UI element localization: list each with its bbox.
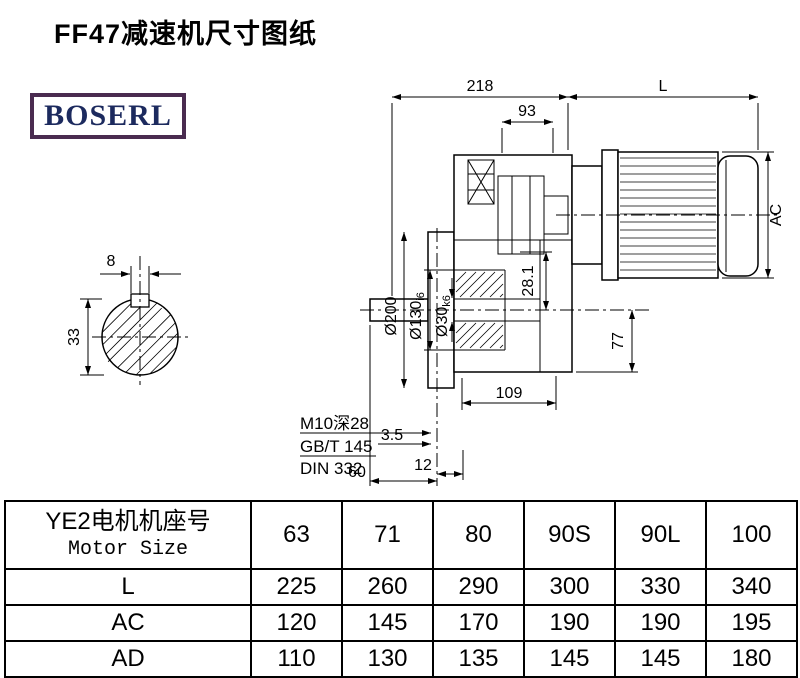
cell-AC-100: 195: [705, 604, 798, 642]
cell-AC-80: 170: [432, 604, 525, 642]
size-90L: 90L: [614, 500, 707, 570]
header-cn: YE2电机机座号: [45, 508, 211, 535]
dim-label-77: 77: [610, 332, 627, 350]
cell-L-71: 260: [341, 568, 434, 606]
dim-label-AC: AC: [768, 204, 785, 226]
dim-keyway-width: [100, 266, 181, 293]
dim-label-8: 8: [107, 253, 116, 270]
size-80: 80: [432, 500, 525, 570]
dim-label-spigot-dia: Ø130i6: [408, 292, 427, 340]
page-title: FF47减速机尺寸图纸: [54, 19, 318, 49]
table-row-L: L 225 260 290 300 330 340: [4, 568, 798, 606]
dim-label-shaft-dia: Ø30k6: [434, 295, 453, 337]
table-row-AD: AD 110 130 135 145 145 180: [4, 640, 798, 678]
cell-AD-63: 110: [250, 640, 343, 678]
cell-AD-90S: 145: [523, 640, 616, 678]
cell-L-90S: 300: [523, 568, 616, 606]
table-header-motor-size: YE2电机机座号 Motor Size: [4, 500, 252, 570]
size-90S: 90S: [523, 500, 616, 570]
cell-AC-71: 145: [341, 604, 434, 642]
brand-logo: BOSERL: [30, 93, 186, 139]
note-standard-din: DIN 332: [300, 459, 362, 478]
cell-L-100: 340: [705, 568, 798, 606]
cell-L-63: 225: [250, 568, 343, 606]
table-row-AC: AC 120 145 170 190 190 195: [4, 604, 798, 642]
motor-size-table: YE2电机机座号 Motor Size 63 71 80 90S 90L 100…: [4, 500, 798, 678]
dim-label-93: 93: [518, 103, 536, 120]
cell-AC-90L: 190: [614, 604, 707, 642]
cell-L-90L: 330: [614, 568, 707, 606]
fan-cover: [717, 155, 759, 277]
dim-section-height: [80, 298, 104, 376]
size-63: 63: [250, 500, 343, 570]
cell-AC-90S: 190: [523, 604, 616, 642]
motor-fins: [620, 157, 716, 271]
cell-AD-71: 130: [341, 640, 434, 678]
size-100: 100: [705, 500, 798, 570]
dim-label-L: L: [659, 78, 668, 95]
dim-label-3-5: 3.5: [381, 427, 403, 444]
housing-hatching: [455, 271, 504, 349]
dim-label-flange-dia: Ø200: [383, 296, 400, 335]
section-centerlines: [92, 256, 190, 385]
technical-drawing: 8 33: [66, 78, 785, 486]
bolt-detail: [467, 159, 495, 205]
dim-label-60: 60: [348, 464, 366, 481]
cell-AC-63: 120: [250, 604, 343, 642]
cell-L-80: 290: [432, 568, 525, 606]
row-label-AC: AC: [4, 604, 252, 642]
cell-AD-80: 135: [432, 640, 525, 678]
dim-label-33: 33: [66, 328, 83, 346]
dim-label-28-1: 28.1: [520, 265, 537, 296]
cell-AD-90L: 145: [614, 640, 707, 678]
header-en: Motor Size: [67, 538, 189, 561]
cell-AD-100: 180: [705, 640, 798, 678]
note-standard-gbt: GB/T 145: [300, 437, 372, 456]
row-label-L: L: [4, 568, 252, 606]
section-hatching: [102, 299, 179, 376]
gear-housing: [453, 154, 573, 373]
row-label-AD: AD: [4, 640, 252, 678]
size-71: 71: [341, 500, 434, 570]
dim-label-12: 12: [414, 457, 432, 474]
dim-label-218: 218: [467, 78, 494, 95]
dimensions: 218 L 93 AC 28.1 Ø200 Ø130i6 Ø30k6: [300, 78, 785, 486]
dim-label-109: 109: [496, 385, 523, 402]
table-header-row: YE2电机机座号 Motor Size 63 71 80 90S 90L 100: [4, 500, 798, 570]
shaft-section-view: 8 33: [66, 253, 190, 385]
note-tapped-hole: M10深28: [300, 414, 369, 433]
